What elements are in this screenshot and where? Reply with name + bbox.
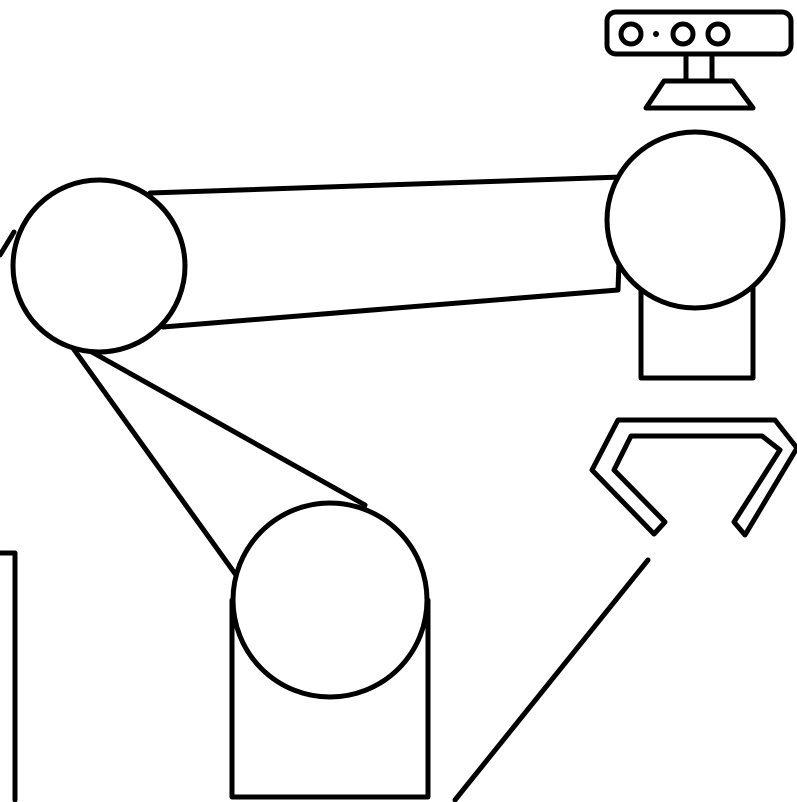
gripper-icon bbox=[589, 417, 797, 538]
camera-lens-right bbox=[705, 21, 731, 47]
cable-line bbox=[452, 557, 651, 802]
gripper-claw bbox=[589, 417, 797, 538]
camera-stand bbox=[643, 78, 756, 111]
camera-body bbox=[604, 9, 794, 57]
arm-joints bbox=[10, 129, 786, 700]
base-joint bbox=[230, 500, 430, 700]
camera-neck bbox=[683, 51, 715, 84]
left-edge-tick bbox=[0, 229, 17, 258]
depth-camera-icon bbox=[604, 9, 794, 111]
camera-indicator-dot bbox=[653, 31, 659, 37]
elbow-joint bbox=[10, 177, 188, 355]
upper-link bbox=[147, 174, 625, 330]
left-frame-fragment bbox=[0, 550, 18, 802]
edge-fragments bbox=[0, 229, 651, 802]
camera-lens-left bbox=[618, 21, 644, 47]
wrist-joint bbox=[604, 129, 786, 311]
camera-lens-middle bbox=[670, 21, 696, 47]
